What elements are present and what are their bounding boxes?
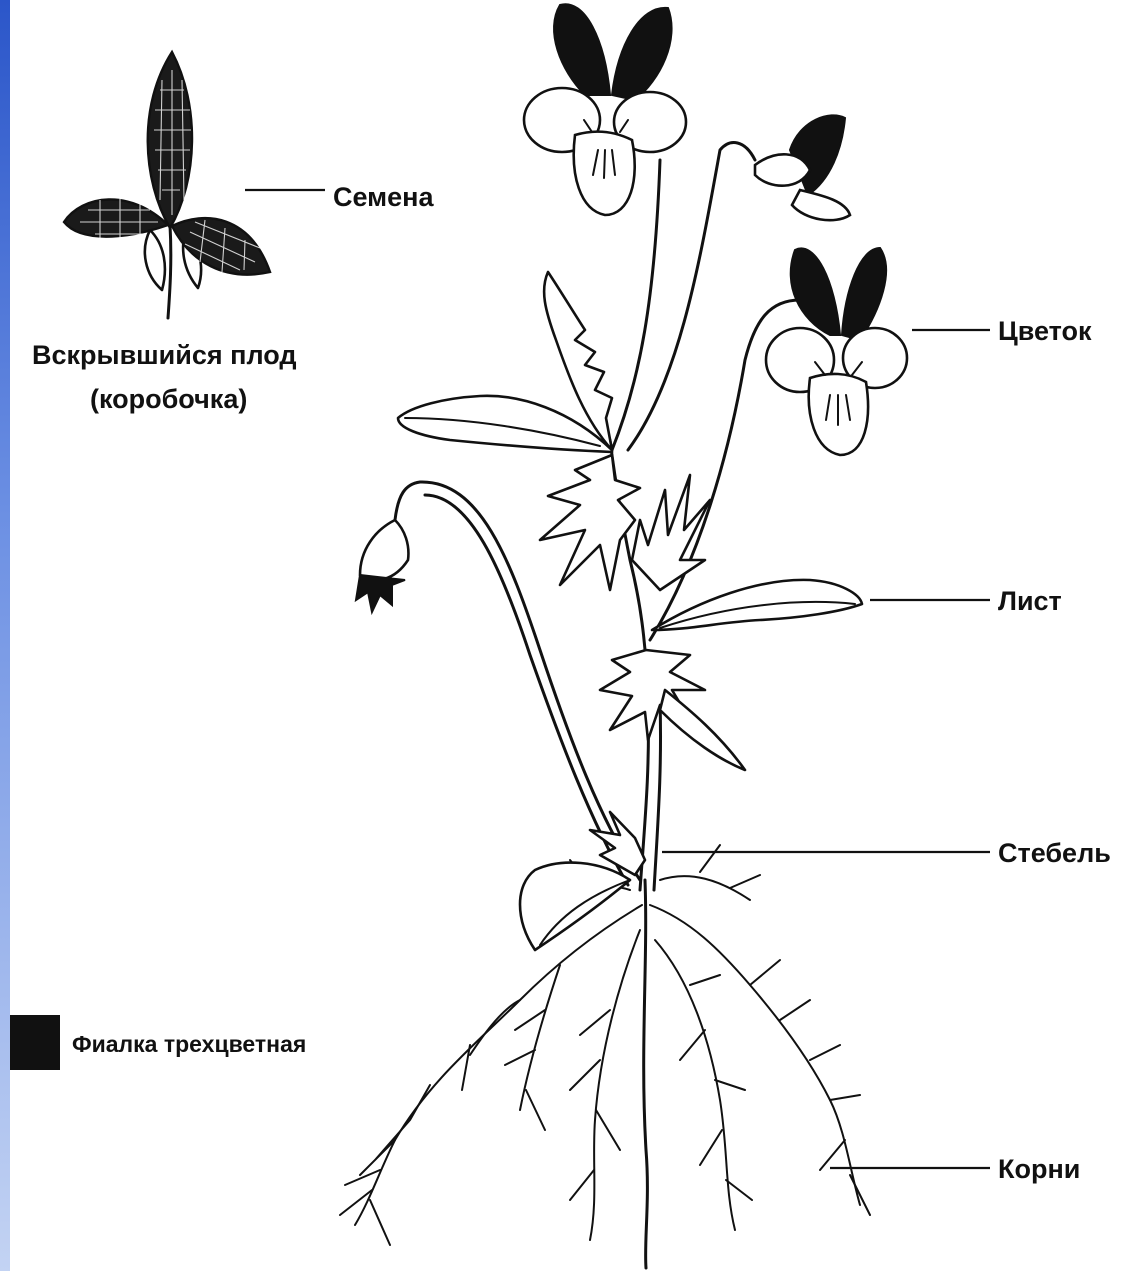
legend-swatch (10, 1015, 60, 1070)
roots-drawing (340, 845, 990, 1268)
capsule-valve-top (148, 52, 192, 228)
flower-bud-drooping (356, 520, 408, 612)
opened-capsule-drawing (64, 52, 325, 318)
flower-right (766, 248, 990, 455)
legend-text: Фиалка трехцветная (72, 1031, 306, 1057)
label-seeds: Семена (333, 182, 434, 212)
flower-top (524, 4, 686, 215)
capsule-valve-left (64, 199, 168, 236)
label-capsule: Вскрывшийся плод (32, 340, 297, 370)
label-capsule-sub: (коробочка) (90, 384, 247, 414)
label-roots: Корни (998, 1154, 1080, 1184)
label-stem: Стебель (998, 838, 1111, 868)
label-flower: Цветок (998, 316, 1092, 346)
label-leaf: Лист (998, 586, 1062, 616)
stems-drawing (395, 143, 990, 890)
flower-bud-small (755, 115, 850, 220)
